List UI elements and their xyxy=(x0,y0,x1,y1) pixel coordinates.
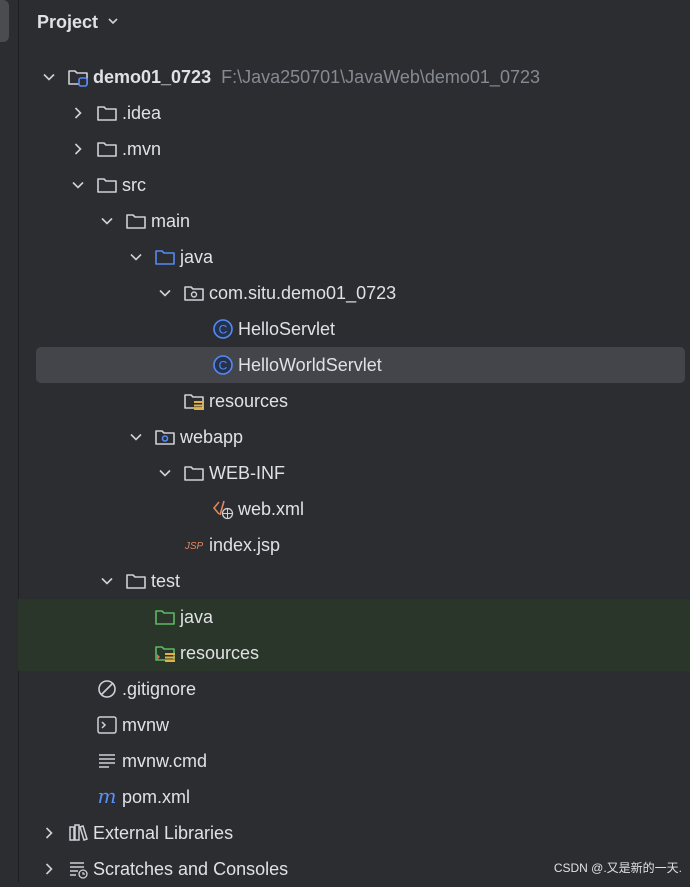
tree-row-src[interactable]: src xyxy=(18,167,690,203)
tree-item-label: resources xyxy=(180,643,259,663)
libraries-icon xyxy=(67,822,89,844)
tree-row-main[interactable]: main xyxy=(18,203,690,239)
tree-item-label: demo01_0723 xyxy=(93,67,211,87)
folder-icon xyxy=(96,102,118,124)
jsp-icon: JSP xyxy=(183,534,205,556)
chevron-down-icon[interactable] xyxy=(106,14,120,31)
project-tree: demo01_0723 F:\Java250701\JavaWeb\demo01_… xyxy=(18,59,690,887)
tree-item-label: web.xml xyxy=(238,499,304,519)
gitignore-icon xyxy=(96,678,118,700)
folder-icon xyxy=(96,174,118,196)
project-path: F:\Java250701\JavaWeb\demo01_0723 xyxy=(221,67,540,87)
module-folder-icon xyxy=(67,66,89,88)
tree-item-label: java xyxy=(180,607,213,627)
chevron-down-icon[interactable] xyxy=(99,213,115,229)
tree-item-label: com.situ.demo01_0723 xyxy=(209,283,396,303)
folder-icon xyxy=(183,462,205,484)
chevron-down-icon[interactable] xyxy=(70,177,86,193)
project-view-header[interactable]: Project xyxy=(37,8,120,36)
chevron-down-icon[interactable] xyxy=(157,285,173,301)
tree-row-java[interactable]: java xyxy=(18,599,690,635)
tree-row-index-jsp[interactable]: JSP index.jsp xyxy=(18,527,690,563)
tree-item-label: test xyxy=(151,571,180,591)
class-icon: C xyxy=(212,354,234,376)
tree-row-helloworldservlet[interactable]: C HelloWorldServlet xyxy=(36,347,685,383)
svg-text:C: C xyxy=(219,323,228,337)
tree-row-web-xml[interactable]: web.xml xyxy=(18,491,690,527)
tree-item-label: .gitignore xyxy=(122,679,196,699)
tree-item-label: mvnw.cmd xyxy=(122,751,207,771)
tree-item-label: java xyxy=(180,247,213,267)
source-folder-icon xyxy=(154,246,176,268)
test-source-folder-icon xyxy=(154,606,176,628)
resources-folder-icon xyxy=(183,390,205,412)
tool-window-strip xyxy=(0,0,19,882)
tree-row-idea[interactable]: .idea xyxy=(18,95,690,131)
tree-item-label: HelloWorldServlet xyxy=(238,355,382,375)
text-file-icon xyxy=(96,750,118,772)
tree-row-java[interactable]: java xyxy=(18,239,690,275)
maven-icon: m xyxy=(96,786,118,808)
chevron-down-icon[interactable] xyxy=(128,249,144,265)
svg-text:C: C xyxy=(219,359,228,373)
folder-icon xyxy=(125,210,147,232)
folder-icon xyxy=(125,570,147,592)
web-folder-icon xyxy=(154,426,176,448)
tree-row-mvn[interactable]: .mvn xyxy=(18,131,690,167)
tree-row-webapp[interactable]: webapp xyxy=(18,419,690,455)
package-icon xyxy=(183,282,205,304)
tree-item-label: main xyxy=(151,211,190,231)
tree-row-external-libraries[interactable]: External Libraries xyxy=(18,815,690,851)
folder-icon xyxy=(96,138,118,160)
tree-item-label: WEB-INF xyxy=(209,463,285,483)
class-icon: C xyxy=(212,318,234,340)
tree-row-resources[interactable]: resources xyxy=(18,635,690,671)
tree-item-label: src xyxy=(122,175,146,195)
tree-item-label: mvnw xyxy=(122,715,169,735)
tree-row-mvnw-cmd[interactable]: mvnw.cmd xyxy=(18,743,690,779)
chevron-down-icon[interactable] xyxy=(41,69,57,85)
watermark: CSDN @.又是新的一天. xyxy=(554,859,682,876)
svg-text:JSP: JSP xyxy=(184,541,204,552)
tree-item-label: Scratches and Consoles xyxy=(93,859,288,879)
tree-row-resources[interactable]: resources xyxy=(18,383,690,419)
tree-row-helloservlet[interactable]: C HelloServlet xyxy=(18,311,690,347)
tree-item-label: index.jsp xyxy=(209,535,280,555)
web-xml-icon xyxy=(212,498,234,520)
chevron-right-icon[interactable] xyxy=(41,861,57,877)
tree-row-test[interactable]: test xyxy=(18,563,690,599)
tree-item-label: HelloServlet xyxy=(238,319,335,339)
tree-item-label: .idea xyxy=(122,103,161,123)
tree-row-gitignore[interactable]: .gitignore xyxy=(18,671,690,707)
terminal-file-icon xyxy=(96,714,118,736)
tree-item-label: pom.xml xyxy=(122,787,190,807)
chevron-down-icon[interactable] xyxy=(157,465,173,481)
tree-item-label: External Libraries xyxy=(93,823,233,843)
tree-row-demo01-0723[interactable]: demo01_0723 F:\Java250701\JavaWeb\demo01_… xyxy=(18,59,690,95)
scratches-icon xyxy=(67,858,89,880)
tree-item-label: .mvn xyxy=(122,139,161,159)
page-title: Project xyxy=(37,12,98,33)
tree-row-com-situ-demo01-0723[interactable]: com.situ.demo01_0723 xyxy=(18,275,690,311)
chevron-right-icon[interactable] xyxy=(41,825,57,841)
tool-window-tab-indicator[interactable] xyxy=(0,0,9,42)
test-resources-folder-icon xyxy=(154,642,176,664)
svg-text:m: m xyxy=(98,786,117,808)
tree-item-label: resources xyxy=(209,391,288,411)
chevron-down-icon[interactable] xyxy=(128,429,144,445)
tree-row-mvnw[interactable]: mvnw xyxy=(18,707,690,743)
chevron-right-icon[interactable] xyxy=(70,141,86,157)
chevron-right-icon[interactable] xyxy=(70,105,86,121)
tree-item-label: webapp xyxy=(180,427,243,447)
tree-row-web-inf[interactable]: WEB-INF xyxy=(18,455,690,491)
chevron-down-icon[interactable] xyxy=(99,573,115,589)
